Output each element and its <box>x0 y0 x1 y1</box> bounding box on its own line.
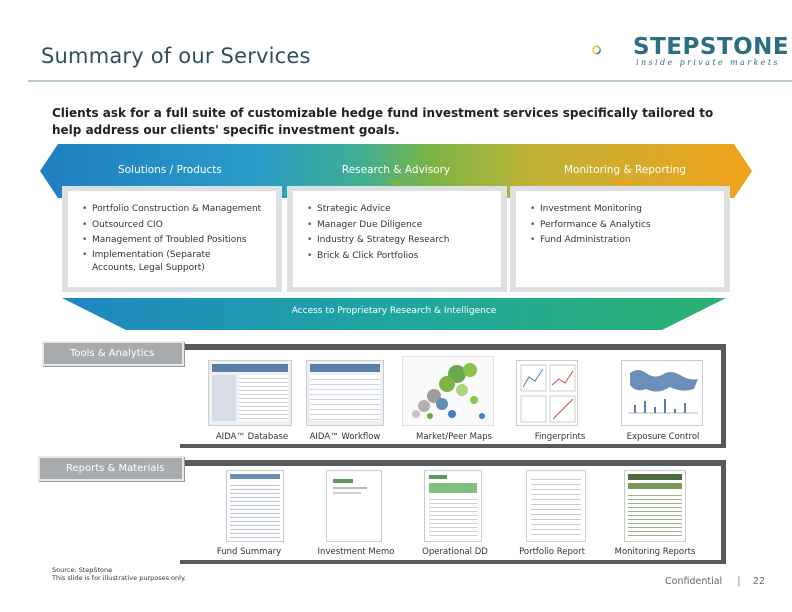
pillar-label-research: Research & Advisory <box>341 164 451 176</box>
thumb-investment-memo <box>326 470 382 542</box>
caption-fingerprints: Fingerprints <box>534 432 586 442</box>
caption-monitoring-reports: Monitoring Reports <box>614 547 696 557</box>
caption-aida-workflow: AIDA™ Workflow <box>309 432 381 442</box>
thumb-aida-workflow <box>306 360 384 426</box>
pillar-label-solutions: Solutions / Products <box>118 164 222 176</box>
list-item: Strategic Advice <box>307 202 501 218</box>
footer-source: Source: StepStone This slide is for illu… <box>52 566 186 582</box>
tab-reports-materials: Reports & Materials <box>38 456 184 481</box>
pillar-label-monitoring: Monitoring & Reporting <box>563 164 687 176</box>
pillar-monitoring-box: Investment Monitoring Performance & Anal… <box>510 186 730 292</box>
pointer-research-icon <box>388 180 404 188</box>
thumb-fingerprints <box>516 360 578 426</box>
caption-fund-summary: Fund Summary <box>216 547 282 557</box>
list-item: Brick & Click Portfolios <box>307 249 501 265</box>
footer-note: This slide is for illustrative purposes … <box>52 574 186 582</box>
intro-text: Clients ask for a full suite of customiz… <box>52 106 714 137</box>
thumb-market-peer-maps <box>402 356 494 426</box>
thumb-aida-database <box>208 360 292 426</box>
pillar-solutions-box: Portfolio Construction & Management Outs… <box>62 186 282 292</box>
thumb-operational-dd <box>424 470 482 542</box>
caption-exposure-control: Exposure Control <box>626 432 700 442</box>
caption-market-peer-maps: Market/Peer Maps <box>416 432 492 442</box>
caption-operational-dd: Operational DD <box>422 547 488 557</box>
list-item: Fund Administration <box>530 233 724 249</box>
list-item: Outsourced CIO <box>82 218 276 234</box>
stepstone-logo-icon <box>592 45 601 55</box>
pointer-monitoring-icon <box>616 180 632 188</box>
footer-separator: | <box>737 574 741 587</box>
caption-portfolio-report: Portfolio Report <box>519 547 585 557</box>
thumb-exposure-control <box>621 360 703 426</box>
list-item: Management of Troubled Positions <box>82 233 276 249</box>
list-item: Implementation (Separate Accounts, Legal… <box>82 249 276 275</box>
caption-investment-memo: Investment Memo <box>317 547 395 557</box>
list-item: Portfolio Construction & Management <box>82 202 276 218</box>
slide-title: Summary of our Services <box>41 44 311 68</box>
pillar-solutions-list: Portfolio Construction & Management Outs… <box>68 191 276 275</box>
logo-tagline: inside private markets <box>636 58 780 67</box>
pointer-solutions-icon <box>160 180 176 188</box>
footer-confidential: Confidential <box>665 576 723 587</box>
footer-source-line: Source: StepStone <box>52 566 113 574</box>
logo-wordmark: STEPSTONE <box>633 34 790 60</box>
list-item: Investment Monitoring <box>530 202 724 218</box>
tab-tools-analytics: Tools & Analytics <box>42 341 184 366</box>
thumb-fund-summary <box>226 470 284 542</box>
thumb-monitoring-reports <box>624 470 686 542</box>
list-item: Performance & Analytics <box>530 218 724 234</box>
list-item: Industry & Strategy Research <box>307 233 501 249</box>
pillar-monitoring-list: Investment Monitoring Performance & Anal… <box>516 191 724 249</box>
list-item: Manager Due Diligence <box>307 218 501 234</box>
caption-aida-database: AIDA™ Database <box>215 432 289 442</box>
pillar-research-list: Strategic Advice Manager Due Diligence I… <box>293 191 501 264</box>
page-number: 22 <box>753 576 766 587</box>
access-label: Access to Proprietary Research & Intelli… <box>291 306 497 316</box>
access-band <box>62 298 726 330</box>
services-arrow <box>40 144 752 198</box>
thumb-portfolio-report <box>526 470 586 542</box>
title-divider <box>28 80 792 82</box>
pillar-research-box: Strategic Advice Manager Due Diligence I… <box>287 186 507 292</box>
